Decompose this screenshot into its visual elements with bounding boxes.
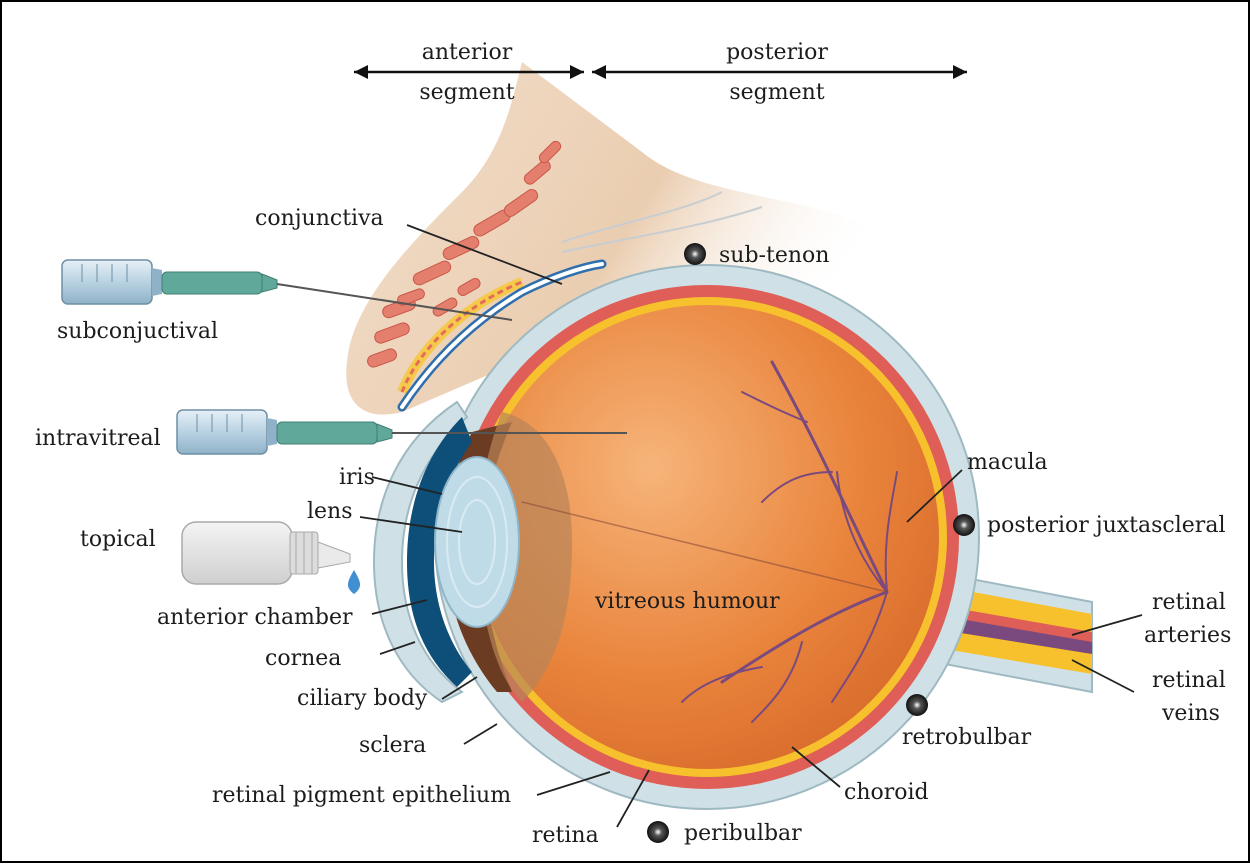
posterior-juxtascleral-dot (953, 514, 975, 536)
sub-tenon-label: sub-tenon (719, 243, 829, 268)
retinal-arteries-label-line1: retinal (1152, 590, 1226, 615)
posterior-label-line2: segment (729, 80, 824, 105)
anterior-chamber-label: anterior chamber (157, 605, 353, 630)
retinal-veins-label-line2: veins (1161, 701, 1220, 726)
posterior-juxtascleral-label: posterior juxtascleral (987, 513, 1225, 538)
eyedrop-bottle (182, 522, 360, 594)
droplet-icon (348, 570, 360, 594)
retina-label: retina (532, 823, 599, 848)
anterior-label-line1: anterior (422, 40, 513, 65)
peribulbar-label: peribulbar (684, 821, 802, 846)
topical-label: topical (80, 527, 156, 552)
iris-label: iris (339, 465, 375, 490)
posterior-label-line1: posterior (726, 40, 828, 65)
anterior-label-line2: segment (419, 80, 514, 105)
intravitreal-label: intravitreal (35, 426, 161, 451)
ciliary-body-label: ciliary body (297, 686, 428, 711)
segment-arrows (354, 65, 967, 79)
sub-tenon-dot (684, 243, 706, 265)
macula-label: macula (967, 450, 1048, 475)
lens-label: lens (307, 499, 353, 524)
retrobulbar-label: retrobulbar (902, 725, 1032, 750)
subconjunctival-label: subconjuctival (57, 319, 218, 344)
rpe-label: retinal pigment epithelium (212, 783, 511, 808)
cornea-label: cornea (265, 646, 341, 671)
retinal-arteries-label-line2: arteries (1144, 623, 1231, 648)
conjunctiva-label: conjunctiva (255, 206, 384, 231)
choroid-label: choroid (844, 780, 929, 805)
vitreous-label: vitreous humour (594, 589, 780, 614)
retinal-veins-label-line1: retinal (1152, 668, 1226, 693)
peribulbar-dot (647, 821, 669, 843)
retrobulbar-dot (906, 694, 928, 716)
sclera-label: sclera (359, 733, 426, 758)
lens (435, 457, 519, 627)
